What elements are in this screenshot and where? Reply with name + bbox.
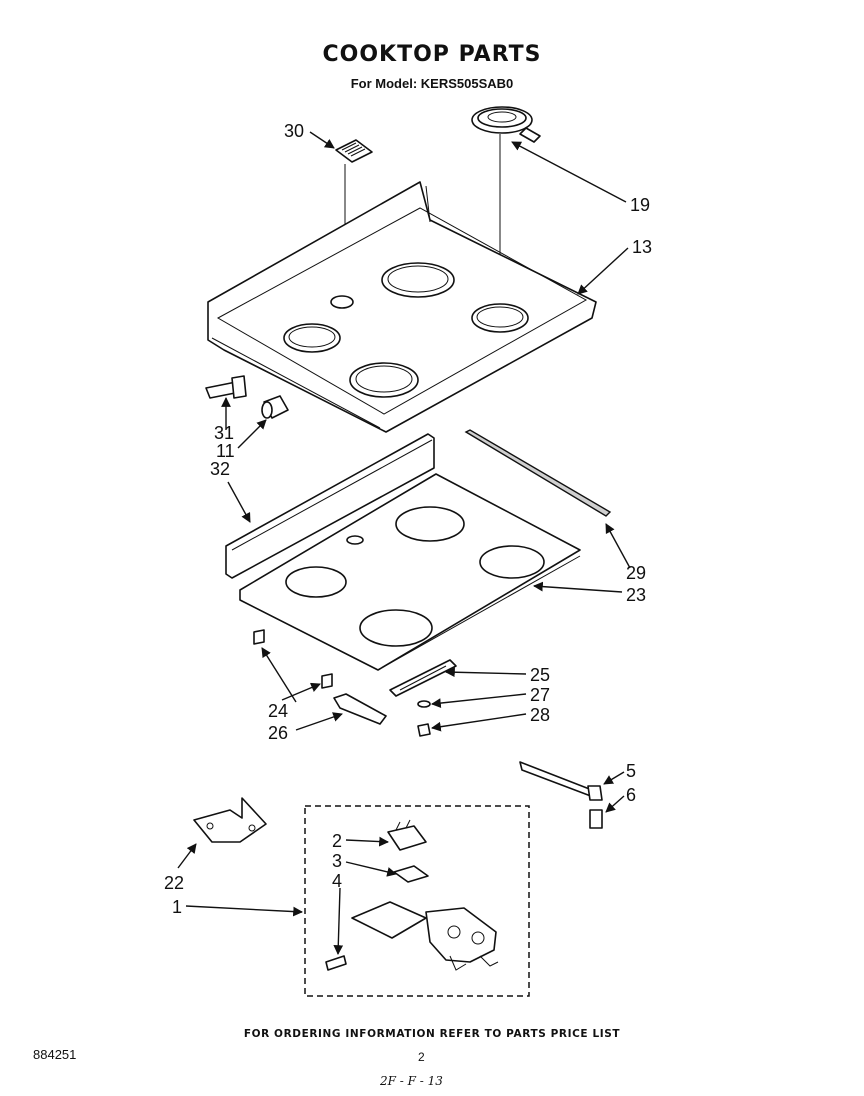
- callout-29: 29: [626, 563, 647, 583]
- document-number: 884251: [33, 1047, 77, 1062]
- callout-3: 3: [332, 851, 343, 871]
- part-32-front-trim: [225, 433, 435, 579]
- part-28-nut: [417, 723, 431, 737]
- part-24-clip: [253, 629, 333, 689]
- part-2-switch: [387, 819, 427, 851]
- part-23-burner-box: [239, 473, 581, 671]
- part-31-hinge-pin: [205, 375, 247, 399]
- callout-23: 23: [626, 585, 647, 605]
- part-11-bumper: [261, 395, 289, 419]
- part-13-cooktop: [207, 181, 597, 433]
- callout-28: 28: [530, 705, 551, 725]
- callout-26: 26: [268, 723, 289, 743]
- callout-4: 4: [332, 871, 343, 891]
- part-29-strip: [464, 429, 612, 517]
- part-26-bracket: [333, 693, 387, 725]
- part-5-arm: [519, 761, 603, 801]
- part-1-control-assembly: [351, 901, 499, 971]
- part-27-washer: [417, 700, 431, 708]
- part-1-assembly-box: [304, 805, 530, 997]
- handwritten-note: 2F - F - 13: [380, 1074, 443, 1088]
- part-19-surface-element: [471, 106, 541, 322]
- callout-11: 11: [216, 441, 235, 461]
- leader-lines: [177, 131, 631, 955]
- model-subtitle: For Model: KERS505SAB0: [350, 76, 514, 91]
- part-25-bracket: [389, 659, 457, 697]
- page-number: 2: [418, 1050, 425, 1064]
- callout-1: 1: [172, 897, 183, 917]
- part-4-tab: [325, 955, 347, 971]
- part-6-knob: [589, 809, 603, 829]
- callout-24: 24: [268, 701, 289, 721]
- callout-30: 30: [284, 121, 305, 141]
- callout-2: 2: [332, 831, 343, 851]
- callout-6: 6: [626, 785, 637, 805]
- callout-22: 22: [164, 873, 185, 893]
- page-title: COOKTOP PARTS: [322, 42, 542, 67]
- ordering-info-note: FOR ORDERING INFORMATION REFER TO PARTS …: [243, 1028, 621, 1040]
- part-3-plate: [393, 865, 429, 883]
- callout-5: 5: [626, 761, 637, 781]
- callout-32: 32: [210, 459, 231, 479]
- callout-19: 19: [630, 195, 651, 215]
- callout-13: 13: [632, 237, 653, 257]
- part-22-bracket: [193, 797, 267, 843]
- callout-25: 25: [530, 665, 551, 685]
- callout-27: 27: [530, 685, 551, 705]
- callout-31: 31: [214, 423, 235, 443]
